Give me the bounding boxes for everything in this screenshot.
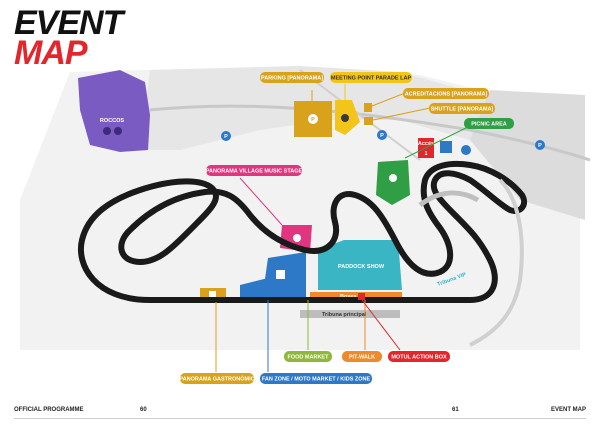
music-stage-leader [239, 177, 283, 226]
food-market-callout [284, 351, 332, 362]
tribuna-principal-strip [300, 310, 400, 318]
motul-leader [361, 299, 401, 351]
motul-callout-label: MOTUL ACTION BOX [391, 355, 447, 361]
meeting-point-callout-label: MEETING POINT PARADE LAP [331, 76, 412, 82]
motul-box-marker [358, 293, 365, 300]
accreditations-leader [371, 92, 406, 107]
fan-zone-area-2 [240, 278, 268, 300]
track-inner-road [418, 190, 480, 208]
picnic-callout [464, 118, 514, 129]
gastronomic-callout-label: PANORAMA GASTRONÒMIC [179, 375, 254, 383]
paddock-show-label: PADDOCK SHOW [338, 264, 385, 270]
meeting-point-icon [341, 114, 349, 122]
parking-callout-label: PARKING [PANORAMA] [261, 76, 323, 82]
roccos-area [78, 70, 150, 152]
parking-p-letter-3: P [538, 143, 542, 149]
title-line-2: MAP [14, 34, 88, 72]
picnic-leader [404, 125, 471, 159]
motul-callout [388, 351, 450, 362]
road-line [149, 104, 591, 162]
music-stage-icon [293, 234, 301, 242]
parking-p-icon-1 [221, 131, 231, 141]
music-stage-callout [206, 165, 302, 176]
race-track [77, 160, 528, 303]
meeting-point-callout [330, 72, 412, 83]
footer-right: EVENT MAP [550, 407, 586, 413]
shuttle-leader [372, 107, 431, 121]
parking-p-icon-2 [377, 130, 387, 140]
parking-p-letter-1: P [224, 134, 228, 140]
pit-walk-callout-label: PIT-WALK [349, 355, 375, 361]
picnic-area [376, 160, 410, 205]
parking-icon-letter: P [311, 117, 315, 123]
picnic-icon [389, 174, 397, 182]
fan-zone-callout [260, 373, 372, 384]
paddock-show-area [318, 240, 402, 290]
accreditations-callout [403, 88, 489, 99]
food-icon [114, 127, 122, 135]
gastronomic-callout [180, 373, 254, 384]
parking-callout [260, 72, 324, 83]
picnic-callout-label: PICNIC AREA [471, 122, 507, 128]
boxes-strip [310, 292, 402, 300]
footer-rule [14, 418, 586, 419]
bus-parking-icon [461, 145, 471, 155]
footer-left: OFFICIAL PROGRAMME [14, 407, 84, 413]
acces-label: Accés [418, 141, 434, 147]
shuttle-callout-label: SHUTTLE [PANORAMA] [431, 107, 494, 113]
fan-zone-icon [276, 270, 285, 279]
gastronomic-icon [209, 291, 216, 298]
music-icon [103, 127, 111, 135]
parking-p-letter-2: P [380, 133, 384, 139]
accreditations-icon [364, 103, 372, 112]
tribuna-principal-label: Tribuna principal [322, 312, 367, 318]
service-road [469, 178, 524, 347]
footer-page-right: 61 [452, 407, 459, 413]
title-line-1: EVENT [14, 4, 123, 42]
acces-number: 1 [424, 151, 427, 157]
footer-page-left: 60 [140, 407, 147, 413]
food-market-callout-label: FOOD MARKET [288, 355, 330, 361]
fan-zone-callout-label: FAN ZONE / MOTO MARKET / KIDS ZONE [262, 377, 371, 383]
parking-icon [308, 114, 318, 124]
accessibility-icon [440, 141, 452, 153]
roccos-label: ROCCOS [100, 118, 124, 124]
parking-p-icon-3 [535, 140, 545, 150]
pit-walk-callout [342, 351, 382, 362]
shuttle-callout [429, 103, 495, 114]
shuttle-icon [364, 117, 373, 125]
music-stage-callout-label: PANORAMA VILLAGE MUSIC STAGE [206, 169, 303, 175]
accreditations-callout-label: ACREDITACIONS [PANORAMA] [405, 92, 488, 98]
